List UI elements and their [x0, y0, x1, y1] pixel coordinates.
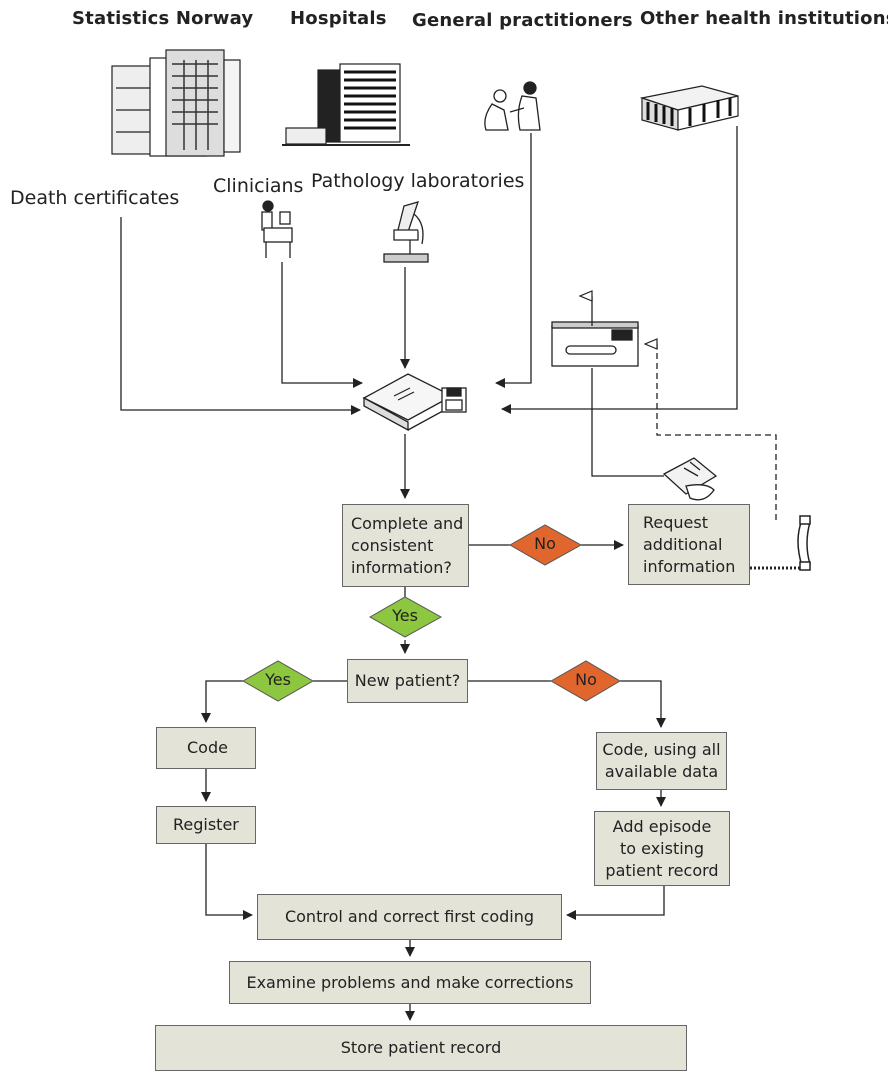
source-general-practitioners: General practitioners [412, 10, 633, 31]
label-death-certificates: Death certificates [10, 187, 180, 209]
box-text: Register [173, 815, 239, 834]
doctor-patient-icon [484, 81, 541, 131]
label-pathology-laboratories: Pathology laboratories [311, 170, 525, 192]
telephone-icon [797, 515, 811, 571]
decision-yes-diamond [241, 660, 315, 702]
box-code-all-data: Code, using all available data [596, 732, 727, 790]
hospital-building-icon [282, 63, 410, 146]
institution-building-icon [639, 85, 739, 131]
office-building-icon [111, 49, 241, 157]
source-other-health-institutions: Other health institutions [640, 8, 888, 29]
box-text: Control and correct first coding [284, 907, 535, 926]
box-examine-problems: Examine problems and make corrections [229, 961, 591, 1004]
box-new-patient: New patient? [347, 659, 468, 703]
box-control-correct-coding: Control and correct first coding [257, 894, 562, 940]
box-add-episode: Add episode to existing patient record [594, 811, 730, 886]
source-statistics-norway: Statistics Norway [72, 8, 254, 29]
decision-label-yes: Yes [392, 606, 418, 625]
box-register: Register [156, 806, 256, 844]
decision-label-no: No [534, 534, 556, 553]
microscope-icon [383, 201, 429, 263]
box-text: Store patient record [340, 1038, 502, 1057]
label-clinicians: Clinicians [213, 175, 304, 197]
computer-disk-icon [362, 373, 467, 432]
box-text: Examine problems and make corrections [246, 972, 574, 992]
source-hospitals: Hospitals [290, 8, 387, 29]
decision-no-diamond [549, 660, 621, 702]
decision-label-no: No [575, 670, 597, 689]
mail-envelope-icon [551, 321, 639, 367]
box-code: Code [156, 727, 256, 769]
decision-yes-diamond [368, 596, 443, 638]
hand-letter-icon [662, 457, 718, 501]
box-complete-consistent-info: Complete and consistent information? [342, 504, 469, 587]
box-text: Request additional information [643, 512, 736, 576]
box-text: Complete and consistent information? [351, 513, 464, 577]
decision-label-yes: Yes [265, 670, 291, 689]
box-text: Code [187, 738, 228, 757]
patient-bed-icon [261, 200, 293, 258]
box-text: Code, using all available data [602, 740, 721, 781]
box-text: Add episode to existing patient record [605, 816, 719, 880]
decision-no-diamond [508, 524, 583, 566]
box-store-patient-record: Store patient record [155, 1025, 687, 1071]
box-text: New patient? [354, 671, 461, 690]
box-request-additional-info: Request additional information [628, 504, 750, 585]
